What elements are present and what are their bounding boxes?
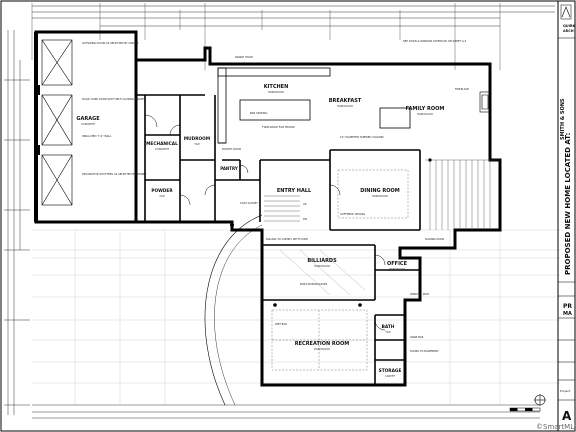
project-name-vertical: SMITH & SONS	[560, 98, 566, 140]
garage-doors	[41, 39, 73, 206]
billiards-floor-type: HARDWOOD	[314, 264, 330, 268]
note-twin-space: TWIN SPACE FOR FRIDGE	[262, 125, 295, 129]
note-sliding-door: SLIDING DOOR	[425, 237, 444, 241]
columns	[230, 158, 432, 307]
room-powder: POWDER	[151, 188, 173, 194]
room-office: OFFICE	[387, 261, 408, 267]
entry-stairs	[264, 195, 300, 222]
scale-bar	[509, 407, 541, 412]
note-wet-bar: WET BAR	[275, 322, 287, 326]
mechanical-floor-type: CONCRETE	[155, 147, 170, 151]
note-decorative-shutters: DECORATIVE SHUTTERS AS SELECTED BY OWNER	[82, 172, 147, 176]
sheet-label: PR	[563, 303, 572, 310]
note-fireplace: FIREPLACE	[455, 87, 469, 91]
bottom-dimension-lines	[32, 404, 540, 419]
room-mechanical: MECHANICAL	[146, 141, 178, 147]
room-storage: STORAGE	[379, 368, 402, 374]
dining-floor-type: HARDWOOD	[372, 194, 388, 198]
room-kitchen: KITCHEN	[264, 84, 289, 90]
coffered-ceiling	[271, 169, 409, 371]
note-stairs-up: UP	[303, 202, 307, 206]
firm-name-line2: ARCH	[563, 29, 574, 33]
stair-treads	[425, 159, 500, 230]
walkway-arc	[204, 214, 263, 406]
breakfast-floor-type: HARDWOOD	[337, 104, 353, 108]
note-built-ins: BUILT-IN BOOKCASES	[300, 282, 328, 286]
note-window-seat: WINDOW SEAT	[410, 292, 430, 296]
recreation-floor-type: HARDWOOD	[314, 347, 330, 351]
room-family-room: FAMILY ROOM	[406, 106, 445, 112]
room-pantry: PANTRY	[220, 166, 238, 171]
kitchen-cabinets	[217, 67, 411, 144]
note-overhead-door: OUTSWING DOOR AS SELECTED BY OWNER	[82, 41, 139, 45]
note-bar-seating: BAR SEATING	[250, 111, 267, 115]
powder-floor-type: TILE	[159, 194, 165, 198]
garage-door-jambs	[34, 85, 40, 155]
room-mudroom: MUDROOM	[184, 136, 210, 142]
watermark: ©SmartMLS	[536, 423, 576, 431]
sheet-label-2: MA	[563, 311, 572, 317]
family-room-floor-type: HARDWOOD	[417, 112, 433, 116]
room-billiards: BILLIARDS	[307, 258, 337, 264]
garage-floor-type: CONCRETE	[81, 122, 96, 126]
title-block	[557, 1, 575, 431]
note-insulated: INSULATED 7'-0" WALL	[82, 134, 112, 138]
left-dimension-lines	[4, 30, 30, 415]
billiards-pattern	[279, 249, 366, 296]
note-stairs-dn: DN	[303, 217, 307, 221]
note-solid-core: SOLID CORE DOOR WITH SELF-CLOSING HINGES	[82, 97, 145, 101]
room-recreation-room: RECREATION ROOM	[295, 341, 349, 347]
mudroom-floor-type: TILE	[194, 142, 200, 146]
note-grab-bar: GRAB BAR	[410, 335, 424, 339]
kitchen-floor-type: HARDWOOD	[268, 90, 284, 94]
family-room-fireplace	[479, 91, 491, 113]
project-location-vertical: PROPOSED NEW HOME LOCATED AT:	[564, 132, 572, 275]
storage-floor-type: CARPET	[385, 374, 396, 378]
room-entry-hall: ENTRY HALL	[277, 188, 312, 194]
grid-lines	[32, 229, 560, 405]
note-range-hood: RANGE HOOD	[235, 55, 253, 59]
house-exterior-walls	[136, 46, 502, 387]
note-coat-closet: COAT CLOSET	[240, 201, 258, 205]
garage-walls	[34, 30, 138, 224]
bath-floor-type: TILE	[385, 330, 391, 334]
office-floor-type: HARDWOOD	[389, 267, 405, 271]
room-bath: BATH	[382, 324, 395, 330]
walkway-arc-inner	[214, 224, 263, 406]
door-swings	[144, 114, 386, 331]
top-dimension-lines	[32, 5, 555, 27]
room-breakfast: BREAKFAST	[329, 98, 362, 104]
top-dimension-ticks	[31, 3, 501, 70]
project-label: Project	[560, 389, 571, 393]
room-dining-room: DINING ROOM	[360, 188, 399, 194]
sheet-number: A	[562, 409, 572, 423]
note-diameter-column: 10" DIAMETER TAPERED COLUMN	[340, 135, 384, 139]
note-pocket-door: POCKET DOOR	[222, 147, 241, 151]
room-garage: GARAGE	[76, 116, 100, 122]
note-interior-stairs: STAIRS TO BASEMENT	[410, 349, 439, 353]
note-door-window-schedule: SEE DOOR & WINDOW SCHEDULE ON SHEET A-2	[403, 39, 467, 43]
note-coffered-ceiling: COFFERED CEILING	[340, 212, 365, 216]
note-railing: RAILING TO COMPLY WITH CODE	[266, 237, 308, 241]
firm-name-line1: QUIRK	[563, 24, 576, 28]
interior-walls	[136, 94, 421, 385]
